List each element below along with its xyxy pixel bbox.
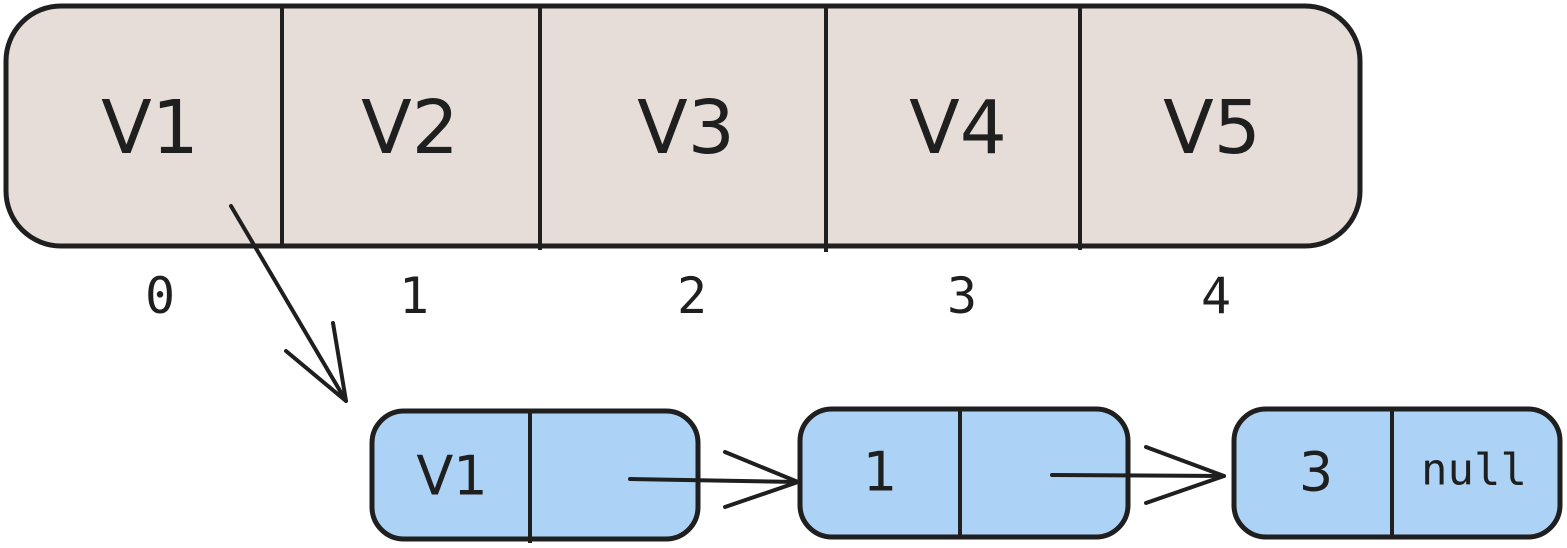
next-pointer-arrow [1050, 445, 1226, 505]
list-node: 1 [797, 406, 1131, 540]
array-index-label: 2 [677, 267, 707, 325]
array-cell-label: V4 [909, 85, 1007, 171]
array-indices: 0 1 2 3 4 [145, 267, 1231, 325]
array-index-label: 1 [399, 267, 429, 325]
array-index-label: 4 [1201, 267, 1231, 325]
list-node: 3 null [1231, 406, 1563, 540]
array-cell-label: V3 [637, 85, 735, 171]
list-node-value: V1 [416, 445, 487, 508]
null-label: null [1421, 445, 1527, 496]
array-index-label: 3 [947, 267, 977, 325]
vertex-array: V1 V2 V3 V4 V5 [3, 3, 1363, 252]
list-node-value: 3 [1299, 441, 1333, 504]
array-index-label: 0 [145, 267, 175, 325]
array-cell-label: V2 [361, 85, 459, 171]
list-node-value: 1 [863, 441, 897, 504]
head-pointer-arrow [229, 204, 348, 403]
list-node-box [369, 408, 701, 542]
vertex-array-box [3, 3, 1363, 249]
array-cell-label: V5 [1163, 85, 1261, 171]
list-node: V1 [369, 408, 701, 543]
list-node-box [797, 406, 1131, 540]
list-node-box [1231, 406, 1563, 540]
array-cell-label: V1 [101, 85, 199, 171]
